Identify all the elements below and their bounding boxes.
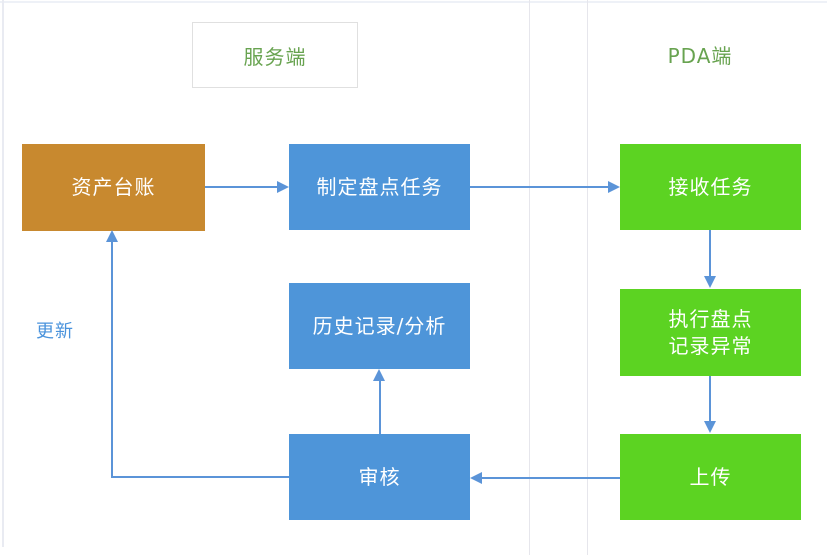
node-review: 审核 [289,434,470,520]
arrow-execute-to-upload [709,376,711,422]
edge-label-update: 更新 [36,321,74,342]
arrowhead-up-icon [106,230,118,242]
arrow-review-to-asset-horizontal [111,476,289,478]
lane-header-pda: PDA端 [630,24,770,84]
arrow-receive-to-execute [709,230,711,277]
node-asset-ledger-label: 资产台账 [71,175,156,199]
page-top-border [0,1,827,3]
lane-header-pda-label: PDA端 [667,43,733,68]
node-history-analysis: 历史记录/分析 [289,283,470,369]
node-receive-task-label: 接收任务 [668,174,753,199]
node-asset-ledger: 资产台账 [22,144,205,231]
node-execute-inventory-label: 执行盘点 记录异常 [668,306,753,358]
arrowhead-down-icon [704,421,716,433]
node-receive-task: 接收任务 [620,144,801,230]
node-upload: 上传 [620,434,801,520]
lane-divider-right [587,0,588,555]
arrow-asset-to-create [205,186,278,188]
node-history-analysis-label: 历史记录/分析 [312,313,447,338]
lane-header-server: 服务端 [192,22,358,88]
arrow-review-to-asset-vertical [111,242,113,478]
arrow-review-to-history [379,381,381,434]
node-create-inventory-task-label: 制定盘点任务 [316,174,443,199]
arrow-upload-to-review [482,477,620,479]
node-execute-inventory: 执行盘点 记录异常 [620,289,801,376]
arrowhead-down-icon [704,276,716,288]
lane-header-server-label: 服务端 [243,44,307,69]
node-review-label: 审核 [358,464,401,489]
arrowhead-up-icon [373,369,385,381]
arrowhead-left-icon [470,472,482,484]
arrowhead-right-icon [608,181,620,193]
arrow-create-to-receive [470,186,609,188]
node-upload-label: 上传 [689,464,732,489]
page-left-border [2,0,4,547]
arrowhead-right-icon [277,181,289,193]
lane-divider-left [529,0,530,555]
node-create-inventory-task: 制定盘点任务 [289,144,470,230]
